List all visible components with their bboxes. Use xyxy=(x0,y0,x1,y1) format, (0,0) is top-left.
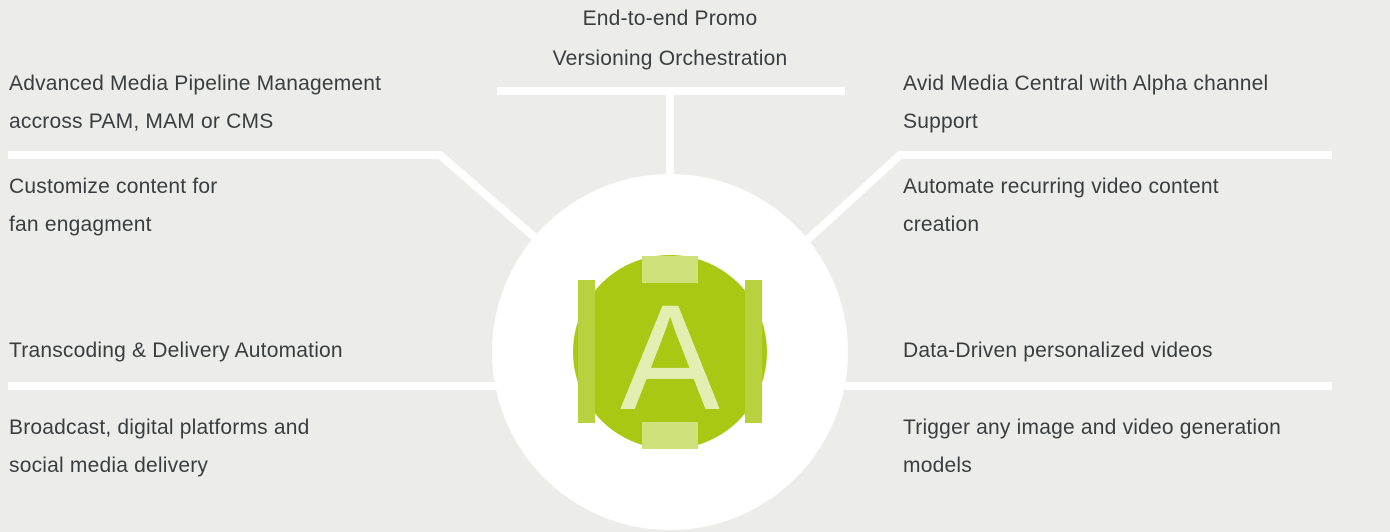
feature-right-upper-a: Avid Media Central with Alpha channel Su… xyxy=(903,65,1268,141)
feature-left-lower-b-line1: Broadcast, digital platforms and xyxy=(9,416,310,439)
feature-left-upper-b-line2: fan engagment xyxy=(9,213,152,236)
feature-right-lower-b-line1: Trigger any image and video generation xyxy=(903,416,1282,439)
feature-right-upper-a-line2: Support xyxy=(903,110,978,133)
feature-left-lower-a: Transcoding & Delivery Automation xyxy=(9,332,343,370)
feature-right-upper-b-line1: Automate recurring video content xyxy=(903,175,1219,198)
logo-letter: A xyxy=(620,273,720,441)
connector-right-upper xyxy=(802,151,1332,245)
feature-left-lower-a-line1: Transcoding & Delivery Automation xyxy=(9,339,343,362)
feature-left-upper-a: Advanced Media Pipeline Management accro… xyxy=(9,65,381,141)
feature-right-lower-b: Trigger any image and video generation m… xyxy=(903,409,1281,485)
feature-top-line2: Versioning Orchestration xyxy=(552,47,788,70)
feature-right-upper-b-line2: creation xyxy=(903,213,980,236)
feature-top-line1: End-to-end Promo xyxy=(582,7,758,30)
feature-right-lower-a: Data-Driven personalized videos xyxy=(903,332,1213,370)
connector-left-upper xyxy=(8,151,543,246)
feature-left-upper-b-line1: Customize content for xyxy=(9,175,218,198)
feature-left-upper-a-line2: accross PAM, MAM or CMS xyxy=(9,110,274,133)
feature-left-upper-b: Customize content for fan engagment xyxy=(9,168,217,244)
feature-right-upper-a-line1: Avid Media Central with Alpha channel xyxy=(903,72,1269,95)
feature-right-lower-b-line2: models xyxy=(903,454,972,477)
feature-right-upper-b: Automate recurring video content creatio… xyxy=(903,168,1219,244)
feature-left-lower-b-line2: social media delivery xyxy=(9,454,209,477)
feature-left-lower-b: Broadcast, digital platforms and social … xyxy=(9,409,310,485)
logo-a-icon: A xyxy=(573,255,767,449)
feature-top: End-to-end Promo Versioning Orchestratio… xyxy=(520,0,820,78)
feature-right-lower-a-line1: Data-Driven personalized videos xyxy=(903,339,1213,362)
feature-left-upper-a-line1: Advanced Media Pipeline Management xyxy=(9,72,382,95)
